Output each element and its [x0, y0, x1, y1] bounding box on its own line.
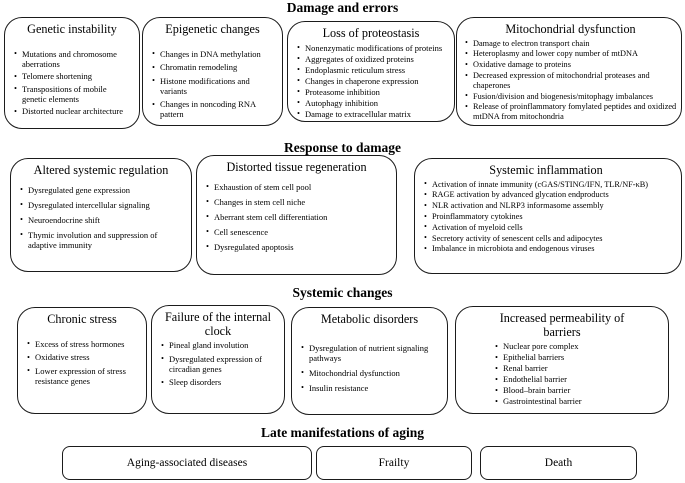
box-death: Death: [480, 446, 637, 480]
box-title: Metabolic disorders: [320, 312, 419, 326]
bullet-item: Dysregulated expression of circadian gen…: [160, 353, 276, 374]
box-chronic-stress: Chronic stress Excess of stress hormones…: [17, 307, 147, 414]
box-title: Frailty: [378, 457, 410, 469]
bullet-list: Nonenzymatic modifications of proteinsAg…: [296, 42, 446, 119]
bullet-item: Dysregulated intercellular signaling: [19, 199, 183, 210]
bullet-item: NLR activation and NLRP3 informasome ass…: [423, 201, 669, 211]
bullet-list: Nuclear pore complexEpithelial barriersR…: [494, 341, 660, 407]
bullet-item: Fusion/division and biogenesis/mitophagy…: [464, 91, 677, 102]
bullet-item: Cell senescence: [205, 226, 388, 237]
bullet-item: Changes in DNA methylation: [151, 48, 274, 59]
bullet-item: Epithelial barriers: [494, 352, 660, 363]
box-aging-associated-diseases: Aging-associated diseases: [62, 446, 312, 480]
bullet-item: Telomere shortening: [13, 71, 131, 82]
bullet-item: Transpositions of mobile genetic element…: [13, 83, 131, 104]
bullet-item: Changes in chaperone expression: [296, 75, 446, 86]
box-loss-of-proteostasis: Loss of proteostasis Nonenzymatic modifi…: [287, 21, 455, 122]
bullet-item: Oxidative stress: [26, 352, 138, 363]
box-systemic-inflammation: Systemic inflammation Activation of inna…: [414, 158, 682, 274]
box-title: Loss of proteostasis: [322, 26, 420, 40]
box-title: Increased permeability of barriers: [499, 311, 625, 339]
bullet-item: Histone modifications and variants: [151, 75, 274, 96]
bullet-item: Damage to electron transport chain: [464, 38, 677, 49]
bullet-item: Blood–brain barrier: [494, 385, 660, 396]
box-title: Death: [544, 457, 573, 469]
bullet-item: Aberrant stem cell differentiation: [205, 211, 388, 222]
bullet-item: Proteasome inhibition: [296, 86, 446, 97]
bullet-item: Excess of stress hormones: [26, 338, 138, 349]
bullet-item: Exhaustion of stem cell pool: [205, 181, 388, 192]
box-title: Distorted tissue regeneration: [226, 160, 367, 174]
bullet-list: Exhaustion of stem cell poolChanges in s…: [205, 181, 388, 252]
bullet-list: Damage to electron transport chainHetero…: [464, 38, 677, 122]
bullet-item: Gastrointestinal barrier: [494, 396, 660, 407]
bullet-item: Nonenzymatic modifications of proteins: [296, 42, 446, 53]
bullet-item: Activation of myeloid cells: [423, 222, 669, 233]
bullet-item: Damage to extracellular matrix: [296, 108, 446, 119]
bullet-item: Mitochondrial dysfunction: [300, 367, 439, 378]
box-altered-systemic-regulation: Altered systemic regulation Dysregulated…: [10, 158, 192, 272]
box-title: Aging-associated diseases: [126, 457, 248, 469]
box-title: Mitochondrial dysfunction: [505, 22, 636, 36]
box-title: Altered systemic regulation: [33, 163, 169, 177]
box-metabolic-disorders: Metabolic disorders Dysregulation of nut…: [291, 307, 448, 415]
box-title: Systemic inflammation: [489, 163, 603, 177]
bullet-list: Excess of stress hormonesOxidative stres…: [26, 338, 138, 386]
bullet-item: Nuclear pore complex: [494, 341, 660, 352]
bullet-list: Dysregulation of nutrient signaling path…: [300, 342, 439, 393]
section-heading-systemic-changes: Systemic changes: [292, 285, 393, 300]
bullet-item: RAGE activation by advanced glycation en…: [423, 190, 669, 200]
bullet-list: Dysregulated gene expressionDysregulated…: [19, 184, 183, 250]
bullet-item: Autophagy inhibition: [296, 97, 446, 108]
section-heading-late-manifestations: Late manifestations of aging: [260, 425, 425, 440]
bullet-item: Oxidative damage to proteins: [464, 60, 677, 70]
bullet-item: Dysregulated apoptosis: [205, 241, 388, 252]
section-heading-damage-and-errors: Damage and errors: [286, 0, 399, 15]
bullet-item: Dysregulation of nutrient signaling path…: [300, 342, 439, 363]
bullet-item: Activation of innate immunity (cGAS/STIN…: [423, 179, 669, 190]
bullet-list: Pineal gland involutionDysregulated expr…: [160, 340, 276, 388]
box-title: Epigenetic changes: [165, 22, 260, 36]
bullet-item: Endoplasmic reticulum stress: [296, 64, 446, 75]
box-title: Genetic instability: [27, 22, 117, 36]
bullet-item: Changes in stem cell niche: [205, 196, 388, 207]
box-epigenetic-changes: Epigenetic changes Changes in DNA methyl…: [142, 17, 283, 126]
bullet-item: Sleep disorders: [160, 377, 276, 388]
box-distorted-tissue-regeneration: Distorted tissue regeneration Exhaustion…: [196, 155, 397, 275]
bullet-item: Endothelial barrier: [494, 374, 660, 385]
bullet-list: Mutations and chromosome aberrationsTelo…: [13, 48, 131, 117]
bullet-item: Renal barrier: [494, 363, 660, 374]
bullet-item: Secretory activity of senescent cells an…: [423, 233, 669, 244]
bullet-item: Lower expression of stress resistance ge…: [26, 365, 138, 386]
bullet-list: Changes in DNA methylationChromatin remo…: [151, 48, 274, 120]
bullet-item: Decreased expression of mitochondrial pr…: [464, 71, 677, 91]
box-title: Failure of the internal clock: [165, 310, 271, 338]
bullet-item: Distorted nuclear architecture: [13, 106, 131, 117]
bullet-item: Thymic involution and suppression of ada…: [19, 229, 183, 250]
bullet-item: Chromatin remodeling: [151, 62, 274, 73]
box-mitochondrial-dysfunction: Mitochondrial dysfunction Damage to elec…: [456, 17, 682, 126]
section-heading-response-to-damage: Response to damage: [284, 140, 401, 155]
bullet-item: Mutations and chromosome aberrations: [13, 48, 131, 69]
box-genetic-instability: Genetic instability Mutations and chromo…: [4, 17, 140, 129]
box-failure-of-internal-clock: Failure of the internal clock Pineal gla…: [151, 305, 285, 414]
bullet-item: Release of proinflammatory fomylated pep…: [464, 102, 677, 122]
bullet-item: Pineal gland involution: [160, 340, 276, 351]
bullet-item: Insulin resistance: [300, 382, 439, 393]
bullet-item: Aggregates of oxidized proteins: [296, 53, 446, 64]
bullet-item: Neuroendocrine shift: [19, 214, 183, 225]
bullet-list: Activation of innate immunity (cGAS/STIN…: [423, 179, 669, 254]
box-frailty: Frailty: [316, 446, 472, 480]
bullet-item: Imbalance in microbiota and endogenous v…: [423, 244, 669, 254]
bullet-item: Changes in noncoding RNA pattern: [151, 99, 274, 120]
bullet-item: Proinflammatory cytokines: [423, 212, 669, 222]
bullet-item: Heteroplasmy and lower copy number of mt…: [464, 49, 677, 59]
box-title: Chronic stress: [47, 312, 117, 326]
box-increased-permeability-of-barriers: Increased permeability of barriers Nucle…: [455, 306, 669, 414]
bullet-item: Dysregulated gene expression: [19, 184, 183, 195]
